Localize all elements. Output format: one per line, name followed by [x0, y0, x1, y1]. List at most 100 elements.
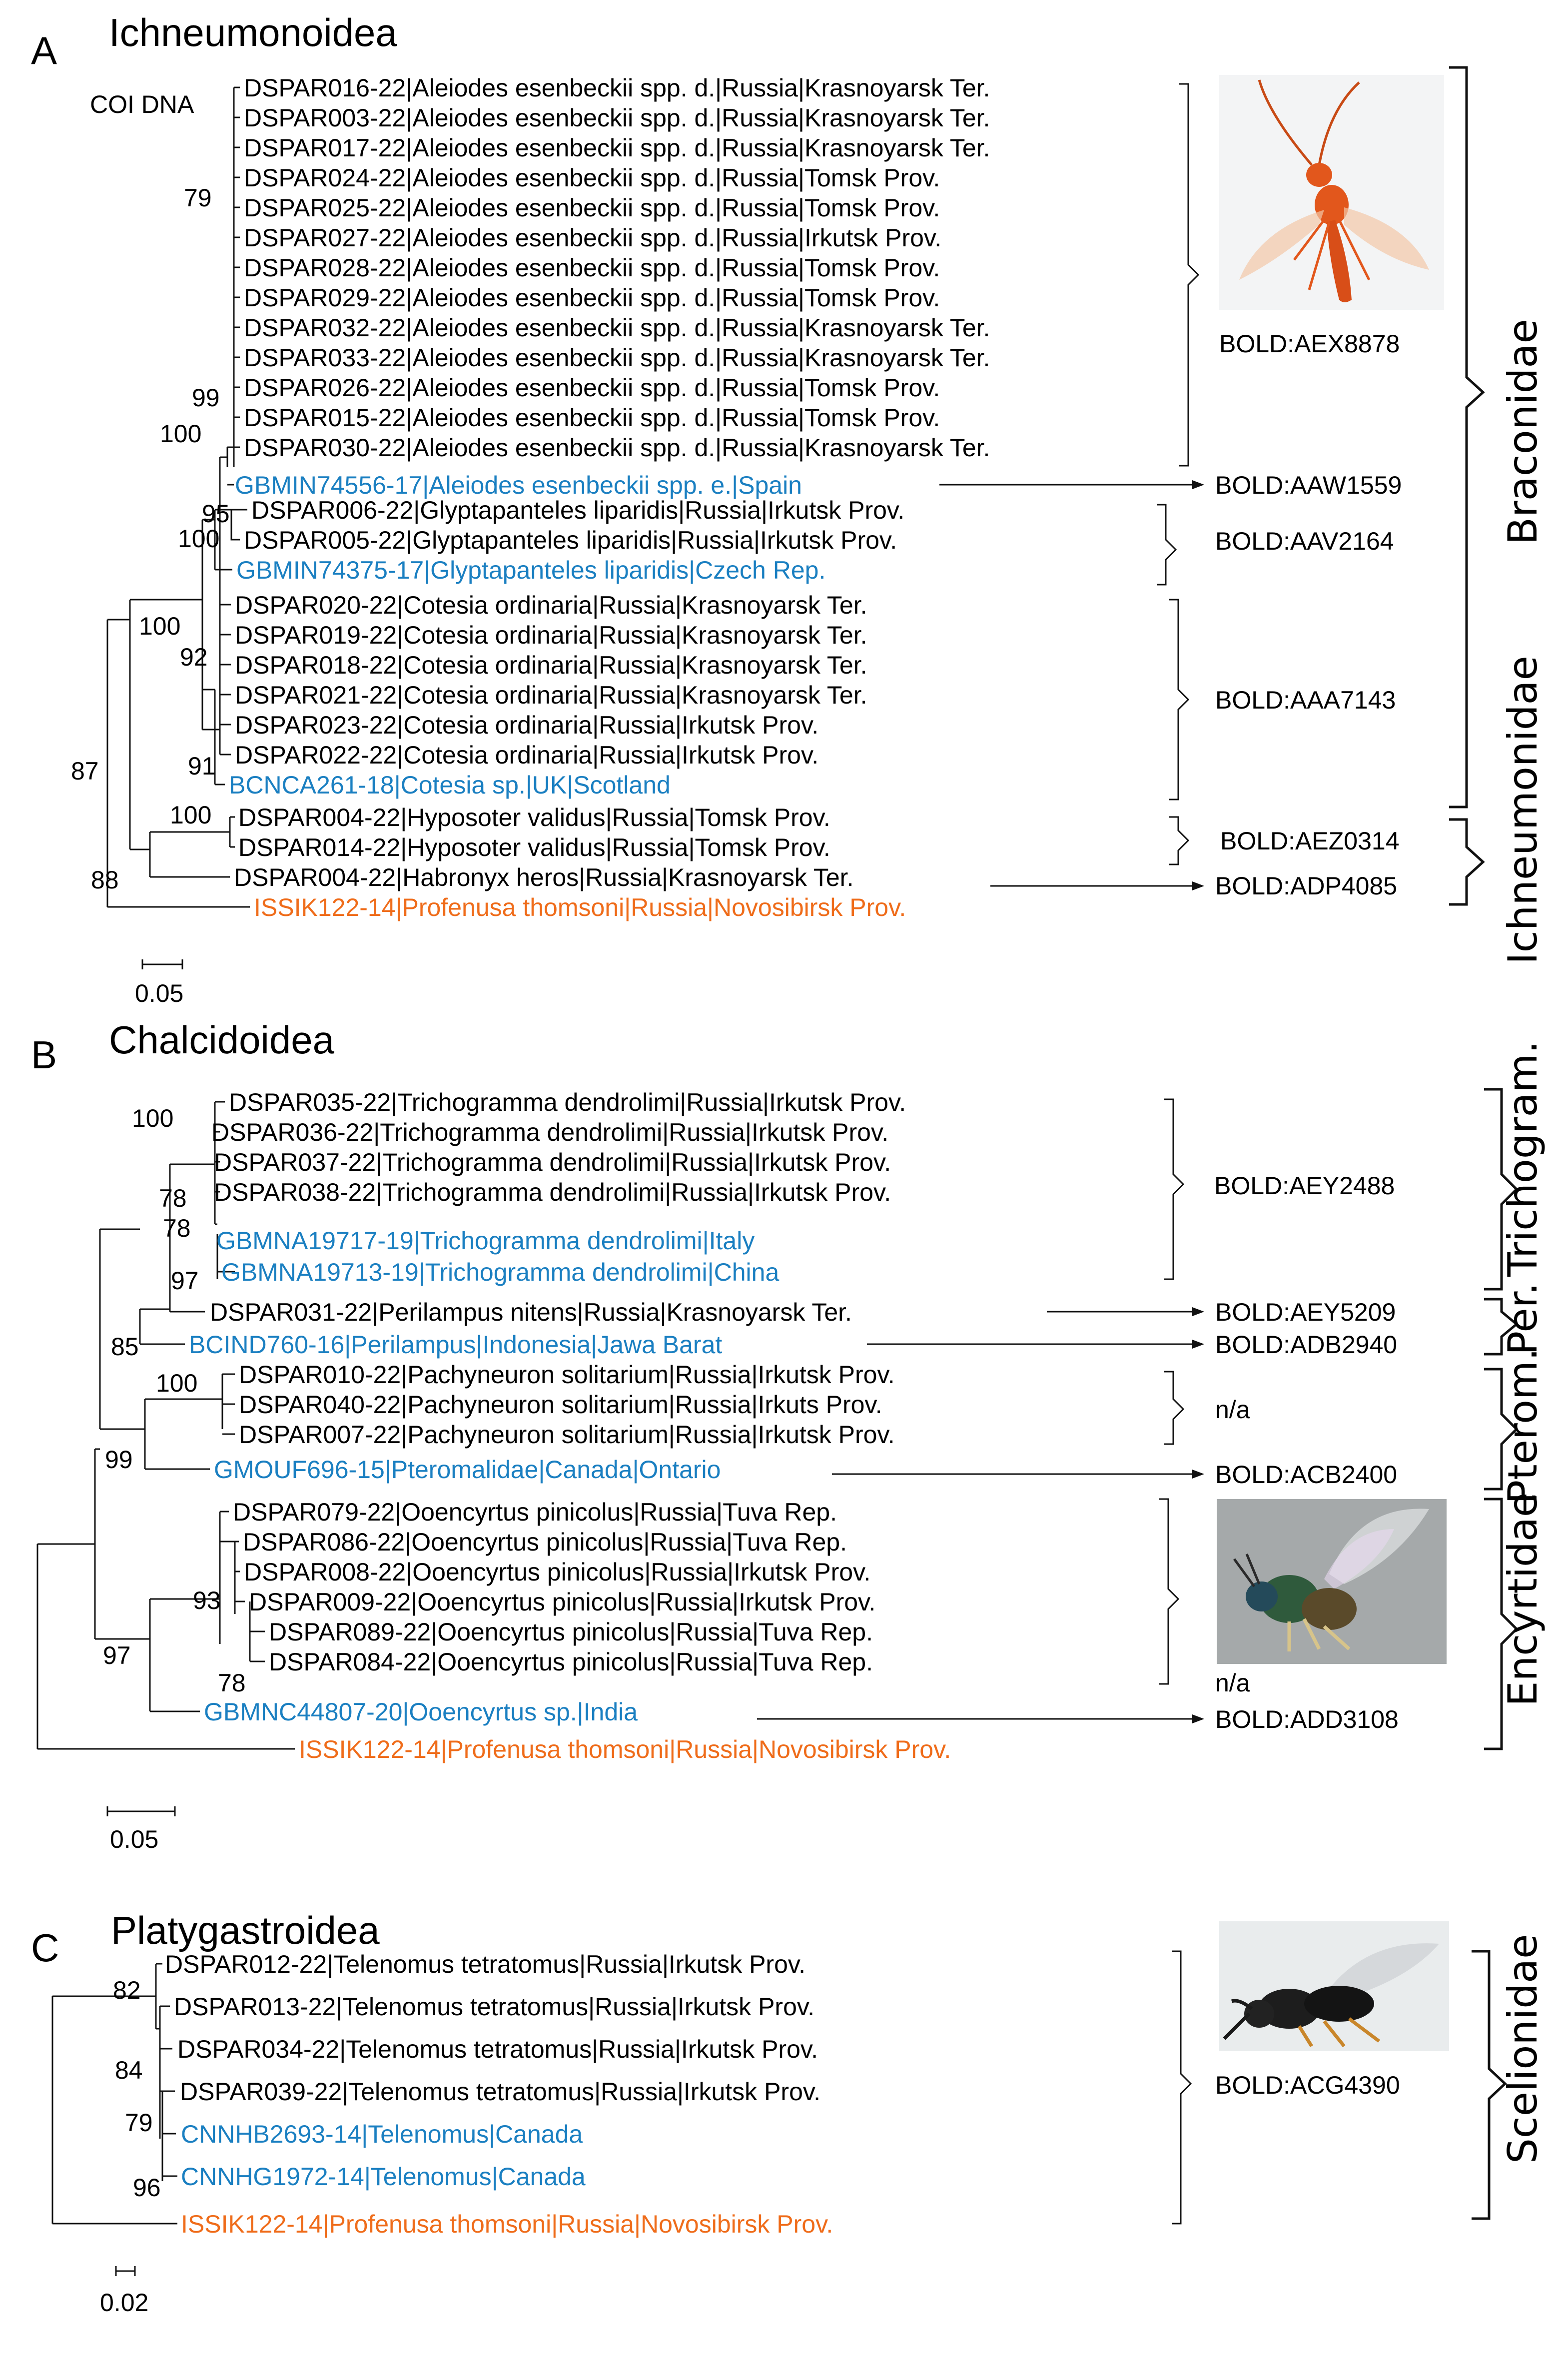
taxon-label: DSPAR039-22|Telenomus tetratomus|Russia|…: [180, 2078, 820, 2106]
bin-label: BOLD:ACG4390: [1215, 2071, 1400, 2099]
taxon-label-reference: GBMNA19717-19|Trichogramma dendrolimi|It…: [216, 1227, 755, 1255]
wasp-photo-braconid: [1219, 75, 1444, 310]
taxon-label: DSPAR012-22|Telenomus tetratomus|Russia|…: [165, 1950, 805, 1978]
panel-a-title: Ichneumonoidea: [109, 10, 397, 54]
taxon-label: DSPAR038-22|Trichogramma dendrolimi|Russ…: [214, 1178, 891, 1206]
bin-label: BOLD:ACB2400: [1215, 1461, 1397, 1489]
wasp-photo-encyrtid: [1217, 1499, 1447, 1664]
bootstrap-value: 91: [188, 752, 216, 780]
bin-label: BOLD:ADB2940: [1215, 1331, 1397, 1359]
taxon-label: DSPAR004-22|Habronyx heros|Russia|Krasno…: [234, 863, 853, 891]
taxon-label: DSPAR006-22|Glyptapanteles liparidis|Rus…: [251, 496, 904, 524]
scale-label: 0.05: [135, 979, 183, 1007]
taxon-label: DSPAR033-22|Aleiodes esenbeckii spp. d.|…: [244, 344, 990, 372]
taxon-label: DSPAR037-22|Trichogramma dendrolimi|Russ…: [214, 1148, 891, 1176]
bootstrap-value: 79: [184, 184, 212, 212]
taxon-label: DSPAR031-22|Perilampus nitens|Russia|Kra…: [210, 1298, 852, 1326]
family-label: Trichogram.: [1500, 1041, 1546, 1277]
panel-c-title: Platygastroidea: [111, 1908, 380, 1952]
panel-b: B Chalcidoidea: [31, 1018, 1546, 1853]
panel-a-bins: BOLD:AEX8878 BOLD:AAW1559 BOLD:AAV2164 B…: [1215, 330, 1402, 900]
bin-label: n/a: [1215, 1396, 1250, 1424]
panel-a-letter: A: [31, 28, 57, 72]
panel-a-tree-branches: [106, 86, 250, 908]
bin-label: BOLD:AEZ0314: [1220, 827, 1400, 855]
taxon-label: DSPAR079-22|Ooencyrtus pinicolus|Russia|…: [233, 1498, 837, 1526]
taxon-label-reference: CNNHG1972-14|Telenomus|Canada: [181, 2163, 586, 2191]
taxon-label: DSPAR014-22|Hyposoter validus|Russia|Tom…: [238, 833, 830, 861]
panel-c-brackets: [1172, 1950, 1507, 2225]
taxon-label: DSPAR022-22|Cotesia ordinaria|Russia|Irk…: [235, 741, 818, 769]
bootstrap-value: 82: [113, 1976, 141, 2004]
taxon-label-reference: GBMIN74556-17|Aleiodes esenbeckii spp. e…: [235, 471, 802, 499]
taxon-label: DSPAR026-22|Aleiodes esenbeckii spp. d.|…: [244, 374, 940, 402]
taxon-label: DSPAR009-22|Ooencyrtus pinicolus|Russia|…: [249, 1588, 875, 1616]
taxon-label: DSPAR086-22|Ooencyrtus pinicolus|Russia|…: [243, 1528, 847, 1556]
taxon-label: DSPAR003-22|Aleiodes esenbeckii spp. d.|…: [244, 104, 990, 132]
taxon-label: DSPAR024-22|Aleiodes esenbeckii spp. d.|…: [244, 164, 940, 192]
taxon-label: DSPAR018-22|Cotesia ordinaria|Russia|Kra…: [235, 651, 867, 679]
taxon-label-reference: GBMNC44807-20|Ooencyrtus sp.|India: [204, 1698, 638, 1726]
taxon-label: DSPAR008-22|Ooencyrtus pinicolus|Russia|…: [244, 1558, 870, 1586]
taxon-label: DSPAR028-22|Aleiodes esenbeckii spp. d.|…: [244, 254, 940, 282]
bootstrap-value: 100: [156, 1369, 197, 1397]
panel-a-support-values: 79 99 100 95 100 100 92 91 87 100 88: [71, 184, 230, 894]
panel-b-title: Chalcidoidea: [109, 1018, 335, 1062]
bootstrap-value: 84: [115, 2056, 143, 2084]
bootstrap-value: 87: [71, 757, 99, 785]
taxon-label-outgroup: ISSIK122-14|Profenusa thomsoni|Russia|No…: [254, 893, 906, 921]
panel-a-marker-label: COI DNA: [90, 90, 194, 118]
taxon-label: DSPAR015-22|Aleiodes esenbeckii spp. d.|…: [244, 404, 940, 432]
bin-label: BOLD:AEX8878: [1219, 330, 1400, 358]
panel-c-letter: C: [31, 1926, 59, 1970]
bin-label: BOLD:ADD3108: [1215, 1705, 1399, 1733]
taxon-label: DSPAR019-22|Cotesia ordinaria|Russia|Kra…: [235, 621, 867, 649]
bootstrap-value: 85: [111, 1333, 139, 1361]
family-label: Pterom.: [1500, 1348, 1546, 1504]
taxon-label: DSPAR089-22|Ooencyrtus pinicolus|Russia|…: [269, 1618, 873, 1646]
bootstrap-value: 100: [139, 612, 180, 640]
panel-b-scale-bar: 0.05: [106, 1806, 176, 1853]
panel-b-tree-branches: [36, 1101, 295, 1750]
taxon-label-outgroup: ISSIK122-14|Profenusa thomsoni|Russia|No…: [299, 1735, 951, 1763]
taxon-label: DSPAR036-22|Trichogramma dendrolimi|Russ…: [211, 1118, 888, 1146]
bootstrap-value: 79: [125, 2109, 153, 2137]
bootstrap-value: 100: [170, 801, 211, 829]
taxon-label: DSPAR021-22|Cotesia ordinaria|Russia|Kra…: [235, 681, 867, 709]
bin-label: BOLD:ADP4085: [1215, 872, 1397, 900]
panel-a-taxa: DSPAR016-22|Aleiodes esenbeckii spp. d.|…: [229, 74, 990, 921]
bootstrap-value: 97: [103, 1641, 131, 1669]
panel-c-taxa: DSPAR012-22|Telenomus tetratomus|Russia|…: [165, 1950, 833, 2238]
panel-b-arrows: [757, 1307, 1204, 1723]
bootstrap-value: 93: [193, 1586, 221, 1614]
family-label: Ichneumonidae: [1500, 656, 1546, 964]
panel-a: A Ichneumonoidea COI DNA: [31, 10, 1546, 1007]
bin-label: BOLD:AAA7143: [1215, 686, 1396, 714]
bootstrap-value: 92: [180, 643, 208, 671]
wasp-photo-scelionid: [1219, 1921, 1449, 2051]
taxon-label: DSPAR035-22|Trichogramma dendrolimi|Russ…: [229, 1088, 906, 1116]
taxon-label-reference: GBMNA19713-19|Trichogramma dendrolimi|Ch…: [221, 1258, 779, 1286]
bin-label: n/a: [1215, 1669, 1250, 1697]
bootstrap-value: 78: [159, 1184, 187, 1212]
bootstrap-value: 88: [91, 866, 119, 894]
bin-label: BOLD:AAV2164: [1215, 527, 1394, 555]
panel-b-support-values: 100 78 78 97 85 100 99 93 78 97: [103, 1104, 246, 1697]
bootstrap-value: 78: [218, 1669, 246, 1697]
taxon-label: DSPAR084-22|Ooencyrtus pinicolus|Russia|…: [269, 1648, 873, 1676]
taxon-label: DSPAR007-22|Pachyneuron solitarium|Russi…: [239, 1421, 895, 1449]
family-label: Braconidae: [1500, 319, 1546, 545]
taxon-label: DSPAR020-22|Cotesia ordinaria|Russia|Kra…: [235, 591, 867, 619]
taxon-label-reference: GMOUF696-15|Pteromalidae|Canada|Ontario: [214, 1456, 721, 1484]
bootstrap-value: 99: [192, 384, 220, 412]
panel-b-letter: B: [31, 1033, 57, 1077]
bin-label: BOLD:AEY5209: [1215, 1298, 1396, 1326]
taxon-label-reference: GBMIN74375-17|Glyptapanteles liparidis|C…: [236, 556, 825, 584]
bootstrap-value: 97: [171, 1267, 199, 1295]
taxon-label: DSPAR013-22|Telenomus tetratomus|Russia|…: [174, 1993, 814, 2021]
scale-label: 0.02: [100, 2289, 148, 2317]
taxon-label: DSPAR010-22|Pachyneuron solitarium|Russi…: [239, 1361, 895, 1389]
taxon-label-reference: CNNHB2693-14|Telenomus|Canada: [181, 2120, 583, 2148]
taxon-label-reference: BCIND760-16|Perilampus|Indonesia|Jawa Ba…: [189, 1331, 722, 1359]
bootstrap-value: 100: [160, 420, 201, 448]
